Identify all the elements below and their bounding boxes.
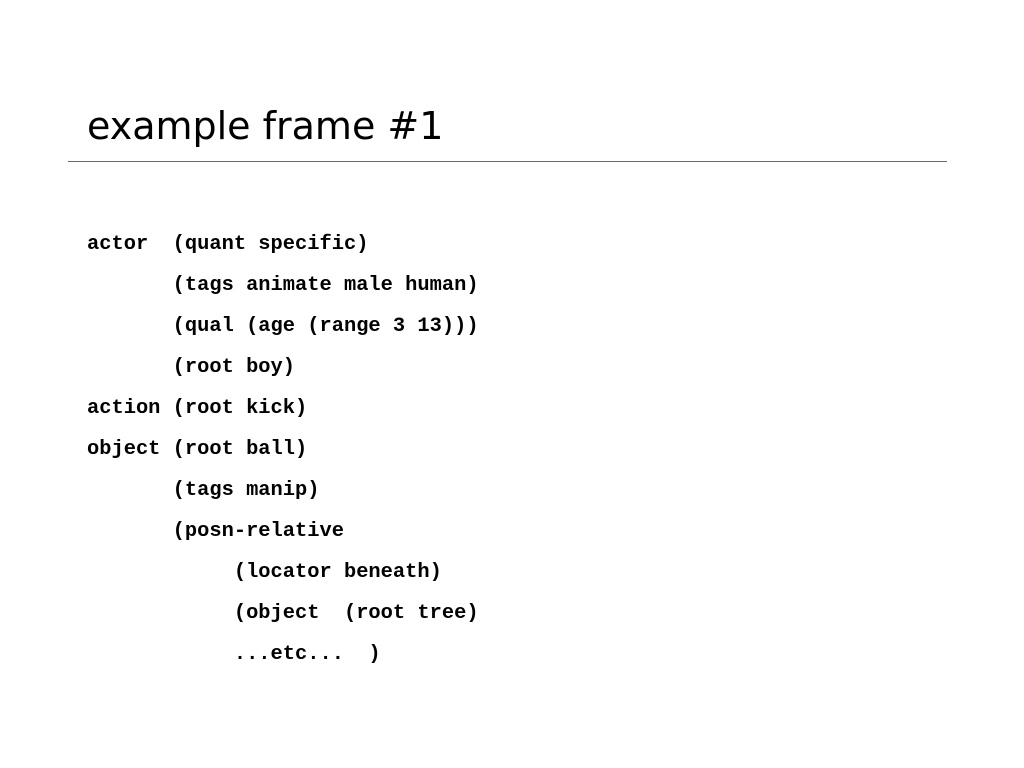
code-line: (locator beneath) <box>87 561 442 584</box>
code-line: (posn-relative <box>87 520 344 543</box>
code-line: (root boy) <box>87 356 296 379</box>
slide-title: example frame #1 <box>87 104 444 148</box>
code-line: ...etc... ) <box>87 643 381 666</box>
code-line: actor (quant specific) <box>87 233 369 256</box>
frame-code-block: actor (quant specific) (tags animate mal… <box>87 224 479 675</box>
code-line: (object (root tree) <box>87 602 479 625</box>
code-line: action (root kick) <box>87 397 308 420</box>
code-line: (tags manip) <box>87 479 320 502</box>
code-line: (tags animate male human) <box>87 274 479 297</box>
code-line: (qual (age (range 3 13))) <box>87 315 479 338</box>
title-underline <box>68 161 947 162</box>
code-line: object (root ball) <box>87 438 308 461</box>
